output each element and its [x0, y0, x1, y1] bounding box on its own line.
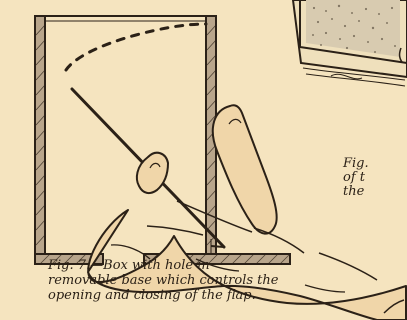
figure-7-caption: Fig. 7.—Box with hole in removable base … [48, 258, 230, 303]
caption-line-2: removable base which controls the [48, 273, 230, 288]
adjacent-caption-line-3: the [343, 185, 403, 199]
caption-line-1: Fig. 7.—Box with hole in [48, 258, 230, 273]
box-left-wall [35, 16, 45, 254]
box-top-edge [45, 16, 206, 21]
adjacent-caption-line-1: Fig. [343, 157, 403, 171]
adjacent-caption-line-2: of t [343, 171, 403, 185]
adjacent-figure-caption-fragment: Fig. of t the [343, 157, 403, 199]
caption-line-3: opening and closing of the flap. [48, 288, 230, 303]
flap-swing-arc [66, 24, 206, 70]
adjacent-picture-frame [293, 0, 407, 86]
